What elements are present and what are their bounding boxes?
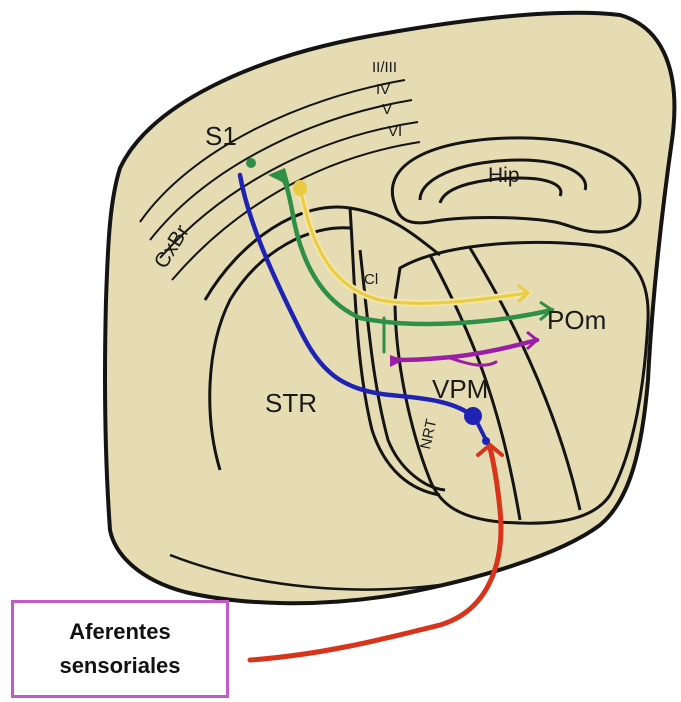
label-s1: S1 xyxy=(205,121,237,151)
label-layer-4: IV xyxy=(376,81,390,98)
yellow-soma xyxy=(293,180,307,196)
callout-text: Aferentes sensoriales xyxy=(59,615,180,683)
vpm-soma xyxy=(464,407,482,425)
label-layer-2-3: II/III xyxy=(372,59,397,76)
label-vpm: VPM xyxy=(432,374,488,404)
sensory-afferents-callout: Aferentes sensoriales xyxy=(11,600,229,698)
blue-terminal xyxy=(246,158,256,168)
label-str: STR xyxy=(265,388,317,418)
label-pom: POm xyxy=(547,305,606,335)
label-layer-6: VI xyxy=(388,123,402,140)
callout-line-2: sensoriales xyxy=(59,653,180,678)
label-layer-5: V xyxy=(382,101,392,118)
label-cl: Cl xyxy=(364,271,378,288)
label-hip: Hip xyxy=(488,164,520,187)
vpm-small-dot xyxy=(482,437,490,445)
callout-line-1: Aferentes xyxy=(69,619,170,644)
